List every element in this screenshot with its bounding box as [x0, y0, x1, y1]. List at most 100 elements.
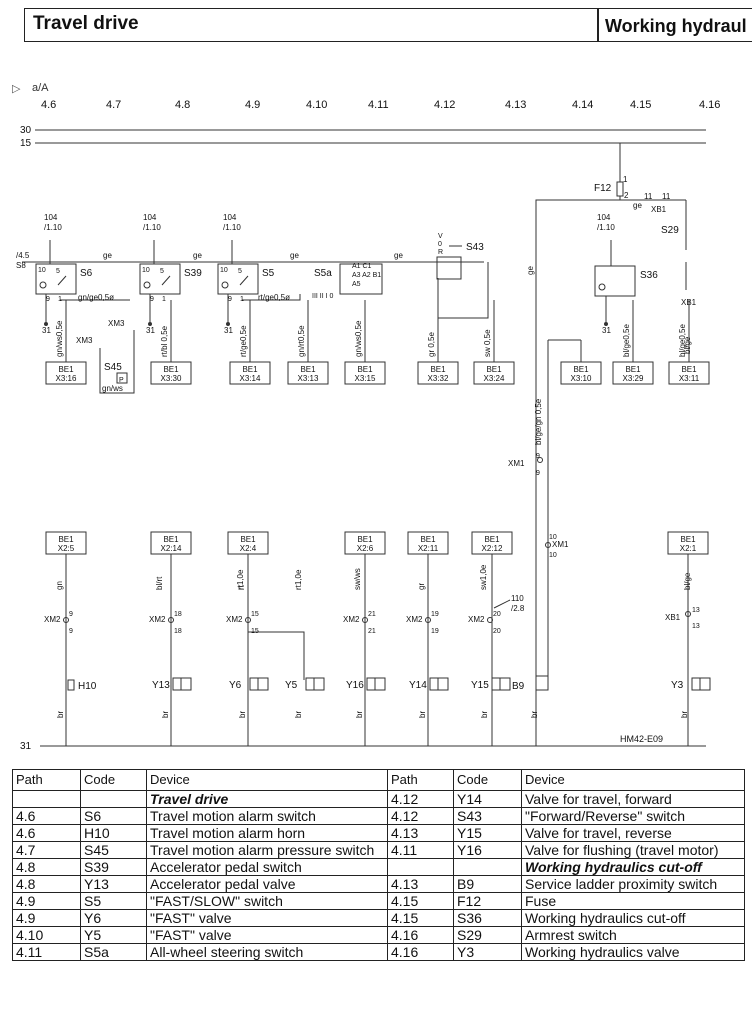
- connector-symbol: [168, 617, 174, 623]
- drawing-ref-label: HM42-E09: [620, 734, 663, 744]
- switch-box: [35, 263, 77, 295]
- connector-label: XB1: [681, 298, 697, 307]
- wire-segment: [437, 262, 489, 319]
- switch-pin-label: 1: [162, 296, 166, 303]
- switch-pin-label: A5: [352, 281, 361, 288]
- wire-label: bl/ge/gn 0,5e: [534, 398, 543, 445]
- be1-pin-label: X3:13: [298, 374, 319, 383]
- wire-label: gn/ws0,5e: [55, 320, 64, 357]
- table-cell: Accelerator pedal switch: [146, 858, 388, 876]
- connector-label: XM2: [44, 615, 61, 624]
- valve-body-symbol: [374, 677, 386, 691]
- wire-label: gr 0,5e: [427, 332, 436, 357]
- be1-label: BE1: [300, 365, 316, 374]
- wire-label: ge: [103, 251, 112, 260]
- connector-pin-label: 9: [69, 628, 73, 635]
- table-cell: 4.15: [387, 909, 454, 927]
- wire-label: bl/ge0,5e: [622, 324, 631, 357]
- be1-label: BE1: [430, 365, 446, 374]
- be1-connector-box: [150, 361, 192, 385]
- connector-pin-label: 9: [69, 611, 73, 618]
- valve-coil-symbol: [172, 677, 182, 691]
- table-cell: Accelerator pedal valve: [146, 875, 388, 893]
- table-cell: 4.7: [12, 841, 81, 859]
- switch-label: S45: [104, 362, 122, 373]
- ref-104-label: 104: [223, 213, 237, 222]
- ref-104-label: 104: [143, 213, 157, 222]
- table-header-cell: Code: [80, 769, 147, 791]
- table-cell: Service ladder proximity switch: [521, 875, 745, 893]
- path-number-label: 4.9: [245, 99, 260, 111]
- be1-connector-box: [229, 361, 271, 385]
- table-cell: 4.15: [387, 892, 454, 910]
- connector-pin-label: 15: [251, 628, 259, 635]
- wire-segment: [239, 275, 249, 286]
- be1-pin-label: X3:11: [679, 374, 700, 383]
- wire-label: ge: [290, 251, 299, 260]
- nav-symbol: a/A: [32, 82, 49, 94]
- switch-pin-label: 5: [56, 268, 60, 275]
- table-cell: F12: [453, 892, 522, 910]
- be1-pin-label: X3:24: [484, 374, 505, 383]
- be1-connector-box: [407, 531, 449, 555]
- switch-label: S39: [184, 268, 202, 279]
- be1-connector-box: [668, 361, 710, 385]
- table-cell: 4.11: [387, 841, 454, 859]
- connector-symbol: [487, 617, 493, 623]
- wire-label: br: [355, 711, 364, 718]
- be1-label: BE1: [58, 535, 74, 544]
- connector-symbol: [63, 617, 69, 623]
- be1-connector-box: [344, 361, 386, 385]
- table-cell: 4.10: [12, 926, 81, 944]
- ground-dot: [148, 322, 152, 326]
- path-number-label: 4.6: [41, 99, 56, 111]
- ref-110-label: 110: [511, 594, 524, 603]
- wire-segment: [161, 275, 171, 286]
- connector-pin-label: 10: [549, 552, 557, 559]
- be1-pin-label: X2:5: [58, 544, 75, 553]
- be1-connector-box: [560, 361, 602, 385]
- connector-pin-label: 11: [662, 192, 671, 201]
- ground-label: 31: [42, 326, 51, 335]
- be1-pin-label: X3:10: [571, 374, 592, 383]
- header-left-title: Travel drive: [33, 13, 139, 34]
- device-label: Y16: [346, 680, 364, 691]
- table-cell: Valve for travel, reverse: [521, 824, 745, 842]
- valve-body-symbol: [699, 677, 711, 691]
- path-number-label: 4.7: [106, 99, 121, 111]
- connector-pin-label: 19: [431, 611, 439, 618]
- connector-pin-label: 15: [251, 611, 259, 618]
- switch-pin-label: 10: [220, 267, 228, 274]
- path-number-label: 4.16: [699, 99, 720, 111]
- rail-15-label: 15: [20, 138, 32, 149]
- wire-label: rt1,0e: [236, 569, 245, 590]
- header-right-title: Working hydraul: [605, 16, 747, 36]
- wire-label: bl/ge: [683, 572, 692, 590]
- table-cell: S6: [80, 807, 147, 825]
- fuse-label: F12: [594, 183, 612, 194]
- switch-box: [436, 256, 462, 280]
- be1-label: BE1: [484, 535, 500, 544]
- ground-label: 31: [602, 326, 611, 335]
- wire-segment: [493, 599, 511, 609]
- header: Travel drive Working hydraul: [24, 8, 752, 42]
- play-triangle-icon[interactable]: ▷: [12, 83, 21, 95]
- table-cell: Valve for travel, forward: [521, 790, 745, 808]
- switch-position-label: V: [438, 233, 443, 240]
- be1-label: BE1: [357, 535, 373, 544]
- switch-box: [139, 263, 181, 295]
- table-cell: [12, 790, 81, 808]
- valve-body-symbol: [437, 677, 449, 691]
- be1-connector-box: [227, 531, 269, 555]
- connector-pin-label: 11: [644, 192, 653, 201]
- table-header-cell: Device: [521, 769, 745, 791]
- ref-104-label: /1.10: [44, 223, 62, 232]
- connector-symbol: [362, 617, 368, 623]
- wire-label: rt/ge0,5e: [239, 325, 248, 357]
- device-label: Y13: [152, 680, 170, 691]
